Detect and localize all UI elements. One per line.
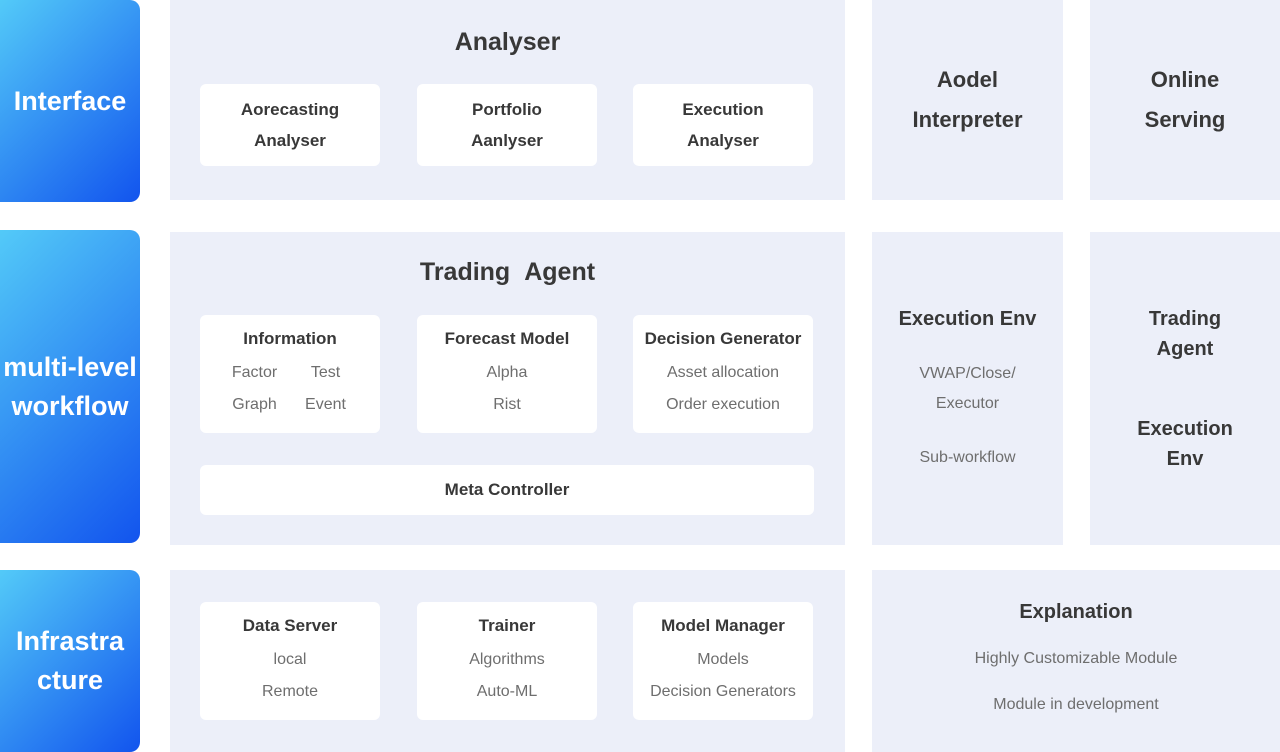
decision-generator-card: Decision Generator Asset allocation Orde… (633, 315, 813, 433)
explanation-item: Highly Customizable Module (974, 650, 1178, 667)
label-line: Interpreter (912, 107, 1023, 132)
card-items: Algorithms Auto-ML (469, 644, 545, 708)
card-items: Models Decision Generators (650, 644, 796, 708)
card-title: Model Manager (661, 616, 785, 635)
card-line: Analyser (687, 131, 759, 150)
card-items: Alpha Rist (487, 357, 528, 421)
execution-env-item: Executor (935, 394, 1000, 412)
sidebar-label-line: Infrastra (15, 626, 125, 656)
card-items: Asset allocation Order execution (666, 357, 780, 421)
trading-agent-label: Trading Agent (1149, 304, 1221, 364)
card-line: Execution (682, 100, 764, 119)
model-interpreter-panel: Aodel Interpreter (872, 0, 1063, 200)
explanation-item: Module in development (993, 696, 1159, 713)
card-items: local Remote (262, 644, 318, 708)
sidebar-label-line: Interface (13, 85, 127, 116)
card-item: Decision Generators (650, 683, 796, 700)
card-item: Test (310, 364, 341, 381)
card-item: Auto-ML (476, 683, 538, 700)
sidebar-label-interface: Interface (0, 0, 140, 202)
card-item: Algorithms (469, 651, 545, 668)
execution-env-item: Sub-workflow (919, 448, 1016, 466)
card-item: Alpha (486, 364, 528, 381)
label-line: Execution (1137, 417, 1233, 440)
card-item: Order execution (666, 396, 780, 413)
card-item: Factor (231, 364, 278, 381)
model-interpreter-label: Aodel Interpreter (912, 60, 1022, 140)
trainer-card: Trainer Algorithms Auto-ML (417, 602, 597, 720)
data-server-card: Data Server local Remote (200, 602, 380, 720)
card-line: Aanlyser (471, 131, 543, 150)
infrastructure-panel: Data Server local Remote Trainer Algorit… (170, 570, 845, 752)
explanation-panel: Explanation Highly Customizable Module M… (872, 570, 1280, 752)
forecast-model-card: Forecast Model Alpha Rist (417, 315, 597, 433)
sidebar-label-line: multi-level (3, 351, 137, 382)
execution-env-panel: Execution Env VWAP/Close/ Executor Sub-w… (872, 232, 1063, 545)
card-title: Decision Generator (644, 329, 802, 348)
trading-agent-panel-title: Trading Agent (419, 258, 596, 286)
analyser-panel: Analyser Aorecasting Analyser Portfolio … (170, 0, 845, 200)
information-items-grid: Factor Test Graph Event (200, 357, 380, 421)
trading-agent-panel: Trading Agent Information Factor Test Gr… (170, 232, 845, 545)
trading-agent-execution-env-panel: Trading Agent Execution Env (1090, 232, 1280, 545)
label-line: Serving (1144, 107, 1226, 132)
card-item: Rist (493, 396, 521, 413)
sidebar-label-multi-level-workflow: multi-level workflow (0, 230, 140, 543)
card-item: Asset allocation (666, 364, 780, 381)
execution-env-item: VWAP/Close/ (919, 364, 1016, 382)
online-serving-panel: Online Serving (1090, 0, 1280, 200)
meta-controller-bar: Meta Controller (200, 465, 814, 515)
card-title: Information (243, 329, 337, 348)
card-item: Graph (232, 396, 277, 413)
card-item: Models (697, 651, 749, 668)
label-line: Aodel (936, 67, 999, 92)
information-card: Information Factor Test Graph Event (200, 315, 380, 433)
model-manager-card: Model Manager Models Decision Generators (633, 602, 813, 720)
card-title: Forecast Model (444, 329, 570, 348)
explanation-title: Explanation (1019, 601, 1133, 623)
card-title: Trainer (478, 616, 536, 635)
online-serving-label: Online Serving (1145, 60, 1226, 140)
portfolio-analyser-card: Portfolio Aanlyser (417, 84, 597, 166)
label-line: Online (1150, 67, 1220, 92)
label-line: Trading (1148, 307, 1222, 330)
card-line: Portfolio (472, 100, 542, 119)
meta-controller-label: Meta Controller (444, 480, 570, 499)
sidebar-label-infrastructure: Infrastra cture (0, 570, 140, 752)
card-item: Event (305, 396, 346, 413)
forecasting-analyser-card: Aorecasting Analyser (200, 84, 380, 166)
analyser-panel-title: Analyser (454, 28, 561, 56)
sidebar-label-line: workflow (11, 390, 129, 421)
card-line: Aorecasting (240, 100, 340, 119)
card-item: local (273, 651, 307, 668)
card-item: Remote (261, 683, 319, 700)
execution-env-label: Execution Env (1137, 414, 1233, 474)
label-line: Agent (1156, 337, 1214, 360)
execution-env-title: Execution Env (898, 307, 1037, 330)
label-line: Env (1166, 447, 1204, 470)
card-line: Analyser (254, 131, 326, 150)
execution-analyser-card: Execution Analyser (633, 84, 813, 166)
sidebar-label-line: cture (36, 665, 104, 695)
card-title: Data Server (242, 616, 338, 635)
